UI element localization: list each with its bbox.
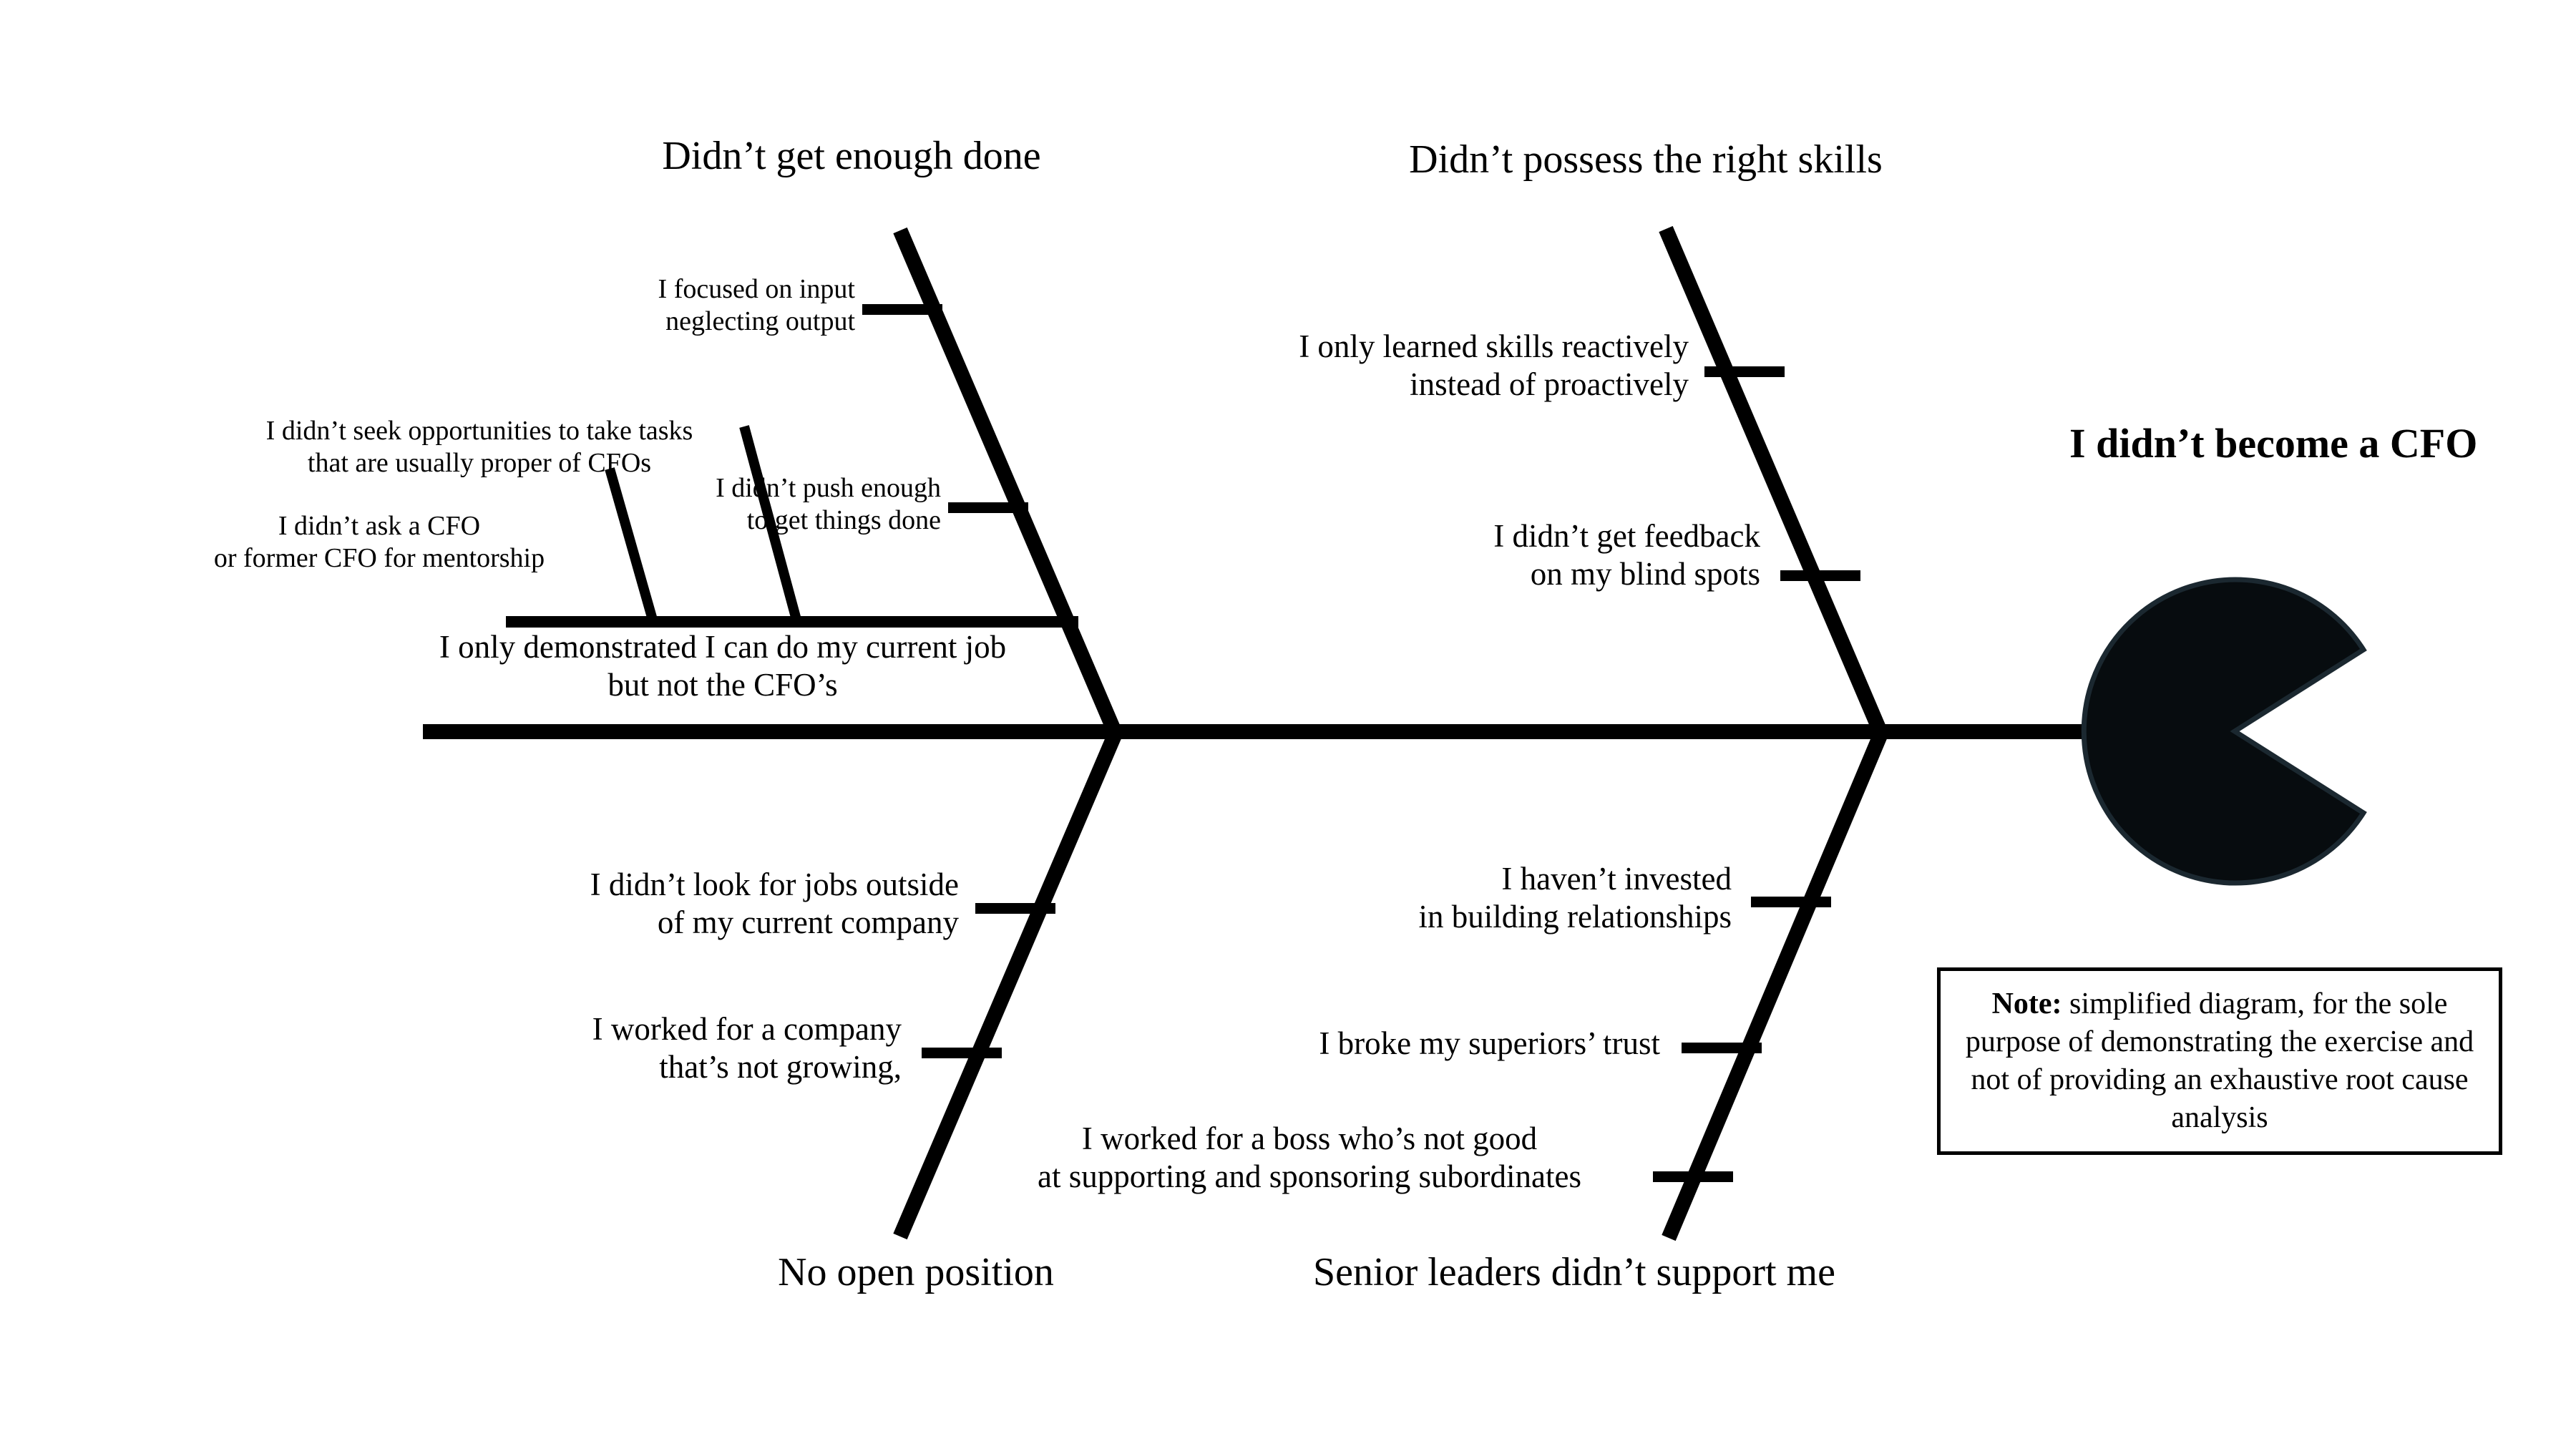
cause-label-didnt-look-outside: I didn’t look for jobs outside of my cur… [590,867,959,941]
spine-line [423,724,2083,739]
cause-label-focused-on-input: I focused on input neglecting output [658,274,855,336]
subcause-label-didnt-seek-opportunities: I didn’t seek opportunities to take task… [265,416,693,478]
tick-didnt-look-outside [975,903,1055,914]
fish-head-shape [2081,577,2367,886]
category-label-senior-leaders-didnt-support: Senior leaders didn’t support me [1313,1250,1835,1294]
note-lead: Note: [1991,987,2062,1021]
bone-no-open-position [893,728,1123,1240]
cause-label-company-not-growing: I worked for a company that’s not growin… [592,1011,902,1085]
tick-no-feedback-blind-spots [1780,570,1860,581]
note-text: Note: simplified diagram, for the sole p… [1941,985,2499,1137]
tick-boss-not-good-supporting [1653,1171,1733,1182]
tick-havent-invested-relationships [1751,897,1831,907]
bone-didnt-possess-right-skills [1659,225,1889,739]
note-box: Note: simplified diagram, for the sole p… [1937,967,2502,1155]
subcause-label-didnt-ask-cfo-mentorship: I didn’t ask a CFO or former CFO for men… [213,511,545,573]
category-label-didnt-get-enough-done: Didn’t get enough done [662,134,1041,178]
category-label-no-open-position: No open position [778,1250,1054,1294]
cause-label-havent-invested-relationships: I haven’t invested in building relations… [1418,861,1732,935]
note-body: simplified diagram, for the sole purpose… [1965,987,2474,1134]
category-label-didnt-possess-right-skills: Didn’t possess the right skills [1409,137,1883,182]
cause-label-no-feedback-blind-spots: I didn’t get feedback on my blind spots [1493,518,1760,592]
tick-learned-skills-reactively [1704,366,1785,377]
effect-title: I didn’t become a CFO [2069,420,2478,467]
subsubbone-didnt-seek-opportunities [605,467,658,621]
tick-broke-superiors-trust [1682,1043,1762,1053]
bone-senior-leaders-didnt-support [1662,728,1889,1241]
cause-label-didnt-push-enough: I didn’t push enough to get things done [716,473,941,535]
cause-label-boss-not-good-supporting: I worked for a boss who’s not good at su… [1038,1121,1581,1195]
cause-label-broke-superiors-trust: I broke my superiors’ trust [1319,1025,1660,1061]
tick-didnt-push-enough [948,502,1028,513]
tick-focused-on-input [862,304,942,315]
cause-label-learned-skills-reactively: I only learned skills reactively instead… [1299,328,1689,403]
subsubbone-didnt-ask-cfo [739,425,801,621]
cause-label-only-demonstrated-current-job: I only demonstrated I can do my current … [439,629,1007,703]
tick-company-not-growing [922,1048,1002,1058]
